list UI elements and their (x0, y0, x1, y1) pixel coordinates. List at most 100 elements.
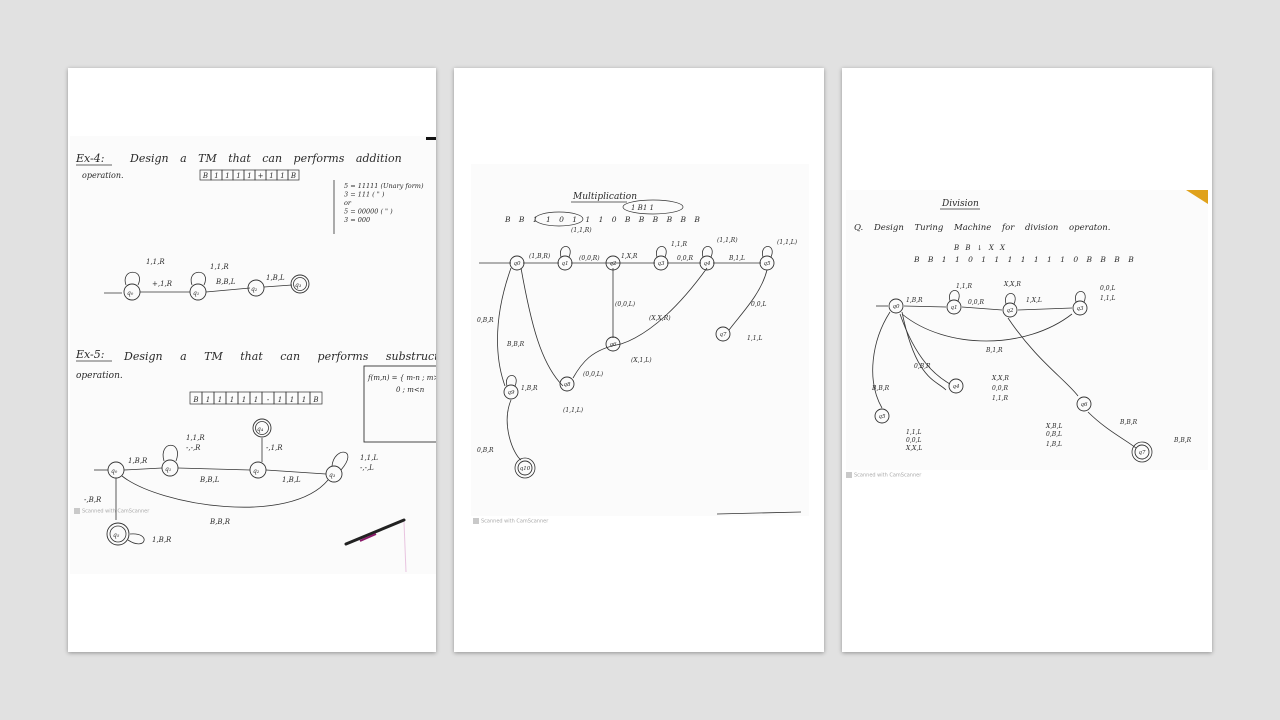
state-label: q4 (703, 261, 711, 267)
svg-text:1,B,R: 1,B,R (128, 457, 148, 465)
svg-text:0,0,L: 0,0,L (751, 301, 766, 308)
tape-symbol: B (290, 172, 296, 180)
svg-text:1,1,R: 1,1,R (671, 241, 687, 248)
tape-symbol: 1 (269, 172, 273, 180)
svg-text:(0,0,R): (0,0,R) (579, 255, 600, 262)
svg-text:1,X,R: 1,X,R (621, 253, 638, 260)
svg-text:(X,X,R): (X,X,R) (649, 315, 671, 322)
state-circle (946, 299, 962, 315)
note-line: 5 = 00000 ( " ) (344, 208, 393, 216)
state-label: q2 (609, 261, 617, 267)
svg-text:(1,B,R): (1,B,R) (529, 253, 551, 260)
svg-text:B,B,R: B,B,R (506, 341, 525, 348)
svg-text:1,1,R: 1,1,R (146, 258, 165, 266)
svg-text:q₄: q₄ (257, 426, 264, 433)
svg-text:X,X,R: X,X,R (991, 375, 1009, 382)
state-circle (503, 384, 519, 400)
svg-text:B,1,L: B,1,L (728, 255, 745, 262)
state-label: q4 (952, 384, 960, 390)
svg-text:B,B,R: B,B,R (871, 385, 890, 392)
tape-symbol: 1 (230, 396, 234, 404)
state-label: q8 (563, 382, 571, 388)
svg-text:q₃: q₃ (295, 282, 302, 289)
tape-symbol: 1 (206, 396, 210, 404)
svg-text:q₂: q₂ (251, 286, 258, 293)
svg-text:q₂: q₂ (253, 468, 260, 475)
scanned-image-2: Multiplication B B 1 1 0 1 1 1 0 B B B B… (471, 164, 809, 516)
division-question: Q. Design Turing Machine for division op… (854, 223, 1110, 233)
svg-text:1,1,R: 1,1,R (186, 434, 205, 442)
note-line: 3 = 000 (344, 216, 370, 224)
state-circle (874, 408, 890, 424)
state-label: q5 (878, 414, 886, 420)
svg-text:+,1,R: +,1,R (152, 280, 173, 288)
tape-symbol: 1 (236, 172, 240, 180)
note-line: 5 = 11111 (Unary form) (344, 182, 424, 190)
state-label: q1 (950, 305, 957, 311)
state-label: q0 (892, 304, 900, 310)
tape-symbol: 1 (218, 396, 222, 404)
document-page-2[interactable]: Multiplication B B 1 1 0 1 1 1 0 B B B B… (454, 68, 824, 652)
tape-symbol: + (258, 172, 264, 180)
state-q5-final-ex5 (106, 522, 130, 546)
svg-text:B,B,R: B,B,R (1119, 419, 1138, 426)
state-label: q2 (1006, 308, 1014, 314)
svg-text:-,B,R: -,B,R (84, 496, 102, 504)
scanned-image-3: Division Q. Design Turing Machine for di… (846, 190, 1208, 470)
state-circle (559, 376, 575, 392)
svg-text:-,-,R: -,-,R (186, 444, 201, 452)
handwritten-notes-division: Division Q. Design Turing Machine for di… (854, 190, 1208, 463)
svg-text:1,1,L: 1,1,L (1100, 295, 1115, 302)
svg-text:0,B,R: 0,B,R (914, 363, 931, 370)
state-circle (517, 460, 533, 476)
tape-symbol: 1 (254, 396, 258, 404)
svg-text:1,B,R: 1,B,R (152, 536, 172, 544)
svg-text:0,0,L: 0,0,L (1100, 285, 1115, 292)
state-label: q9 (507, 390, 515, 396)
svg-text:B,B,L: B,B,L (199, 476, 220, 484)
handwritten-notes-multiplication: Multiplication B B 1 1 0 1 1 1 0 B B B B… (477, 192, 802, 515)
svg-text:0,0,R: 0,0,R (677, 255, 693, 262)
svg-text:-,1,R: -,1,R (266, 444, 283, 452)
svg-text:0,B,L: 0,B,L (1046, 431, 1062, 438)
state-q2 (247, 279, 265, 297)
document-page-1[interactable]: Ex-4: Design a TM that can performs addi… (68, 68, 436, 652)
state-label: q7 (719, 332, 727, 338)
svg-text:0,B,R: 0,B,R (477, 447, 494, 454)
ex4-subtitle: operation. (82, 171, 124, 180)
tape-symbol: 1 (280, 172, 284, 180)
state-circle (948, 378, 964, 394)
note-line: or (344, 199, 352, 207)
tape-symbol: - (267, 396, 270, 404)
document-page-3[interactable]: Division Q. Design Turing Machine for di… (842, 68, 1212, 652)
state-label: q0 (513, 261, 521, 267)
svg-text:0,0,L: 0,0,L (906, 437, 921, 444)
ex5-label: Ex-5: (75, 348, 104, 361)
handwritten-notes-addition-subtraction: Ex-4: Design a TM that can performs addi… (75, 137, 436, 573)
state-circle (888, 298, 904, 314)
state-q3-final (290, 274, 310, 294)
tape-symbol: 1 (214, 172, 218, 180)
ex4-notes: 5 = 11111 (Unary form)3 = 111 ( " )or5 =… (344, 182, 424, 224)
multiplication-tape: B B 1 1 0 1 1 1 0 B B B B B B (504, 215, 700, 224)
camscanner-watermark: Scanned with CamScanner (846, 472, 921, 479)
tape-symbol: B (312, 396, 318, 404)
tape-symbol: 1 (302, 396, 306, 404)
division-marks: B B ↓ X X (953, 244, 1006, 252)
svg-text:q₁: q₁ (193, 290, 199, 297)
svg-text:0,0,R: 0,0,R (992, 385, 1008, 392)
svg-text:q₀: q₀ (127, 290, 134, 297)
svg-text:B,B,R: B,B,R (209, 518, 231, 526)
svg-text:1,X,L: 1,X,L (1026, 297, 1042, 304)
svg-text:(1,1,L): (1,1,L) (563, 407, 584, 414)
svg-text:(1,1,R): (1,1,R) (717, 237, 738, 244)
tape-symbol: 1 (290, 396, 294, 404)
scanned-image-1: Ex-4: Design a TM that can performs addi… (70, 136, 436, 574)
camscanner-watermark: Scanned with CamScanner (473, 518, 548, 525)
state-label: q3 (1076, 306, 1084, 312)
formula-line-1: f(m,n) = { m-n ; m> (367, 374, 436, 382)
state-circle (1076, 396, 1092, 412)
